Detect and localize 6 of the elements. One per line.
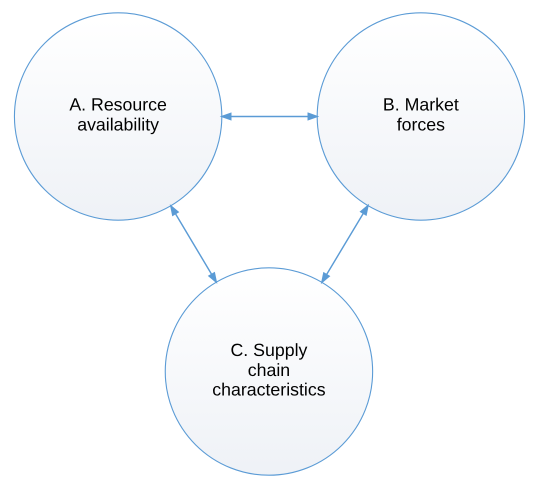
arrow [220, 112, 320, 121]
arrow [170, 204, 218, 284]
arrow [320, 204, 370, 284]
node-circle: C. Supply chain characteristics [164, 267, 374, 476]
node-circle: B. Market forces [316, 12, 526, 221]
node-circle: A. Resource availability [14, 12, 222, 221]
